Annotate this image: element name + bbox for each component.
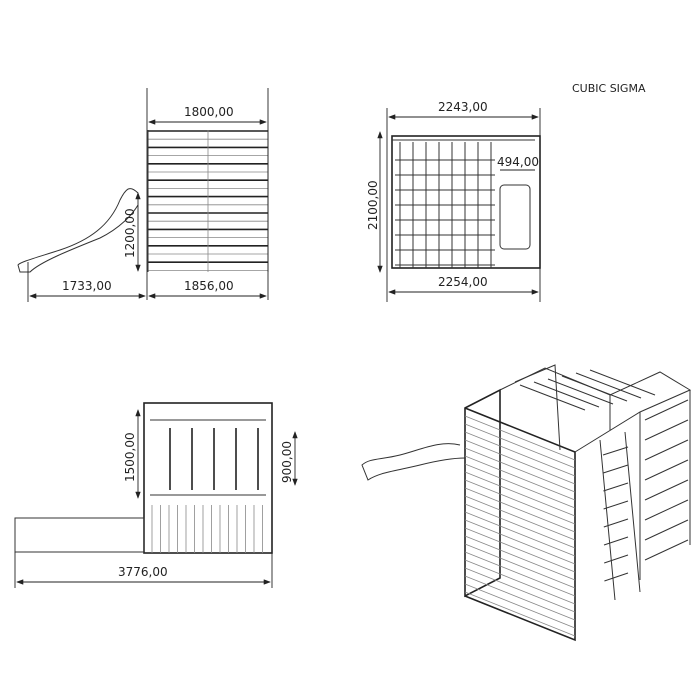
plank bbox=[464, 551, 576, 597]
plank bbox=[464, 471, 576, 517]
slide-iso bbox=[361, 443, 466, 481]
dim-total-length: 3776,00 bbox=[118, 565, 168, 579]
dim-front-height: 2100,00 bbox=[366, 180, 380, 230]
plank bbox=[464, 455, 576, 501]
plank bbox=[464, 495, 576, 541]
ladder-rung bbox=[604, 554, 629, 564]
dim-side-base-width: 1856,00 bbox=[184, 279, 234, 293]
plank bbox=[464, 431, 576, 477]
dim-slide-width: 494,00 bbox=[497, 155, 539, 169]
plank bbox=[464, 575, 576, 621]
ladder-rung bbox=[603, 536, 629, 546]
grid-bar bbox=[644, 419, 689, 441]
grid-bar bbox=[575, 372, 642, 399]
plank bbox=[464, 415, 576, 461]
ladder-rung bbox=[602, 446, 629, 456]
plank bbox=[464, 527, 576, 573]
grid-bar bbox=[561, 375, 628, 402]
plank bbox=[464, 519, 576, 565]
ladder-rung bbox=[604, 572, 629, 582]
ladder-rung bbox=[603, 464, 629, 474]
grid-bar bbox=[644, 539, 689, 561]
slide-outline bbox=[17, 188, 139, 273]
dim-front-base-width: 2254,00 bbox=[438, 275, 488, 289]
plank bbox=[464, 559, 576, 605]
grid-bar bbox=[519, 384, 586, 411]
plank bbox=[464, 423, 576, 469]
ladder-rung bbox=[603, 482, 629, 492]
grid-bar bbox=[644, 459, 689, 481]
plank bbox=[464, 439, 576, 485]
dim-top-height: 1500,00 bbox=[123, 432, 137, 482]
plank bbox=[464, 503, 576, 549]
plank bbox=[464, 479, 576, 525]
dim-inner-height: 900,00 bbox=[280, 441, 294, 483]
dim-side-top-width: 1800,00 bbox=[184, 105, 234, 119]
plank bbox=[464, 535, 576, 581]
grid-bar bbox=[644, 399, 689, 421]
top-bars bbox=[151, 428, 263, 553]
dim-front-top-width: 2243,00 bbox=[438, 100, 488, 114]
isometric-view bbox=[361, 364, 692, 642]
plank bbox=[464, 591, 576, 637]
dim-slide-length: 1733,00 bbox=[62, 279, 112, 293]
plank bbox=[464, 511, 576, 557]
product-title: CUBIC SIGMA bbox=[572, 82, 646, 95]
slide-top bbox=[14, 517, 145, 553]
grid-bar bbox=[589, 369, 656, 396]
grid-bar bbox=[533, 381, 600, 408]
plank bbox=[464, 543, 576, 589]
dim-side-height: 1200,00 bbox=[123, 208, 137, 258]
climbing-grid bbox=[395, 142, 495, 268]
side-view: 1800,00 1200,00 1733,00 1856,00 bbox=[17, 88, 269, 302]
plank bbox=[464, 463, 576, 509]
grid-bar bbox=[547, 378, 614, 405]
plank bbox=[464, 583, 576, 629]
slide-front bbox=[499, 184, 531, 250]
plank bbox=[464, 447, 576, 493]
ladder-rails bbox=[599, 431, 641, 601]
plank bbox=[464, 487, 576, 533]
grid-bar bbox=[644, 519, 689, 541]
grid-bar bbox=[644, 499, 689, 521]
grid-bar bbox=[644, 439, 689, 461]
front-view: 2243,00 2100,00 494,00 2254,00 bbox=[366, 100, 541, 302]
wall-planks bbox=[147, 130, 269, 272]
grid-bar bbox=[644, 479, 689, 501]
top-view: 1500,00 900,00 3776,00 bbox=[14, 402, 298, 588]
plank bbox=[464, 567, 576, 613]
ladder-rung bbox=[603, 500, 629, 510]
